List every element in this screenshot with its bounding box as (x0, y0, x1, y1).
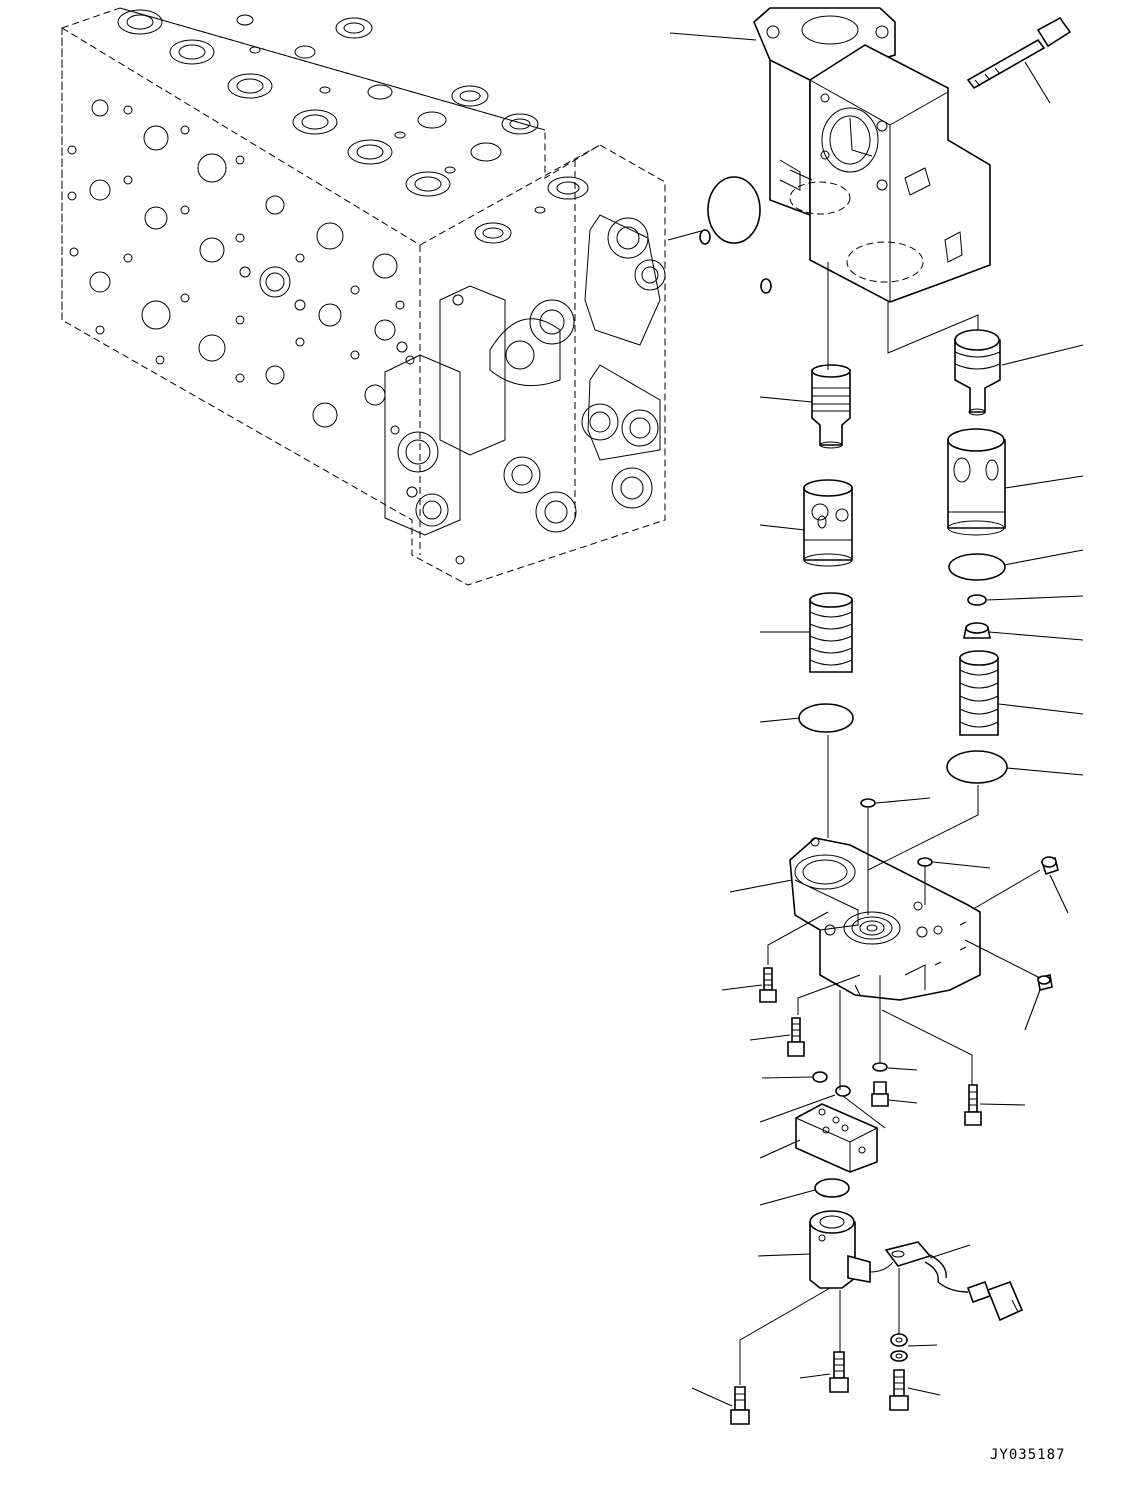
bottom-fasteners (730, 1333, 909, 1425)
small-ring-right (967, 594, 987, 606)
figure-reference-code: JY035187 (990, 1447, 1066, 1463)
assembly-lines (667, 229, 1041, 1385)
pilot-sleeve (803, 479, 853, 567)
pilot-spool (811, 364, 851, 449)
callout-leaders (669, 32, 1084, 1407)
main-sleeve (947, 428, 1006, 536)
solenoid-valve (809, 1210, 894, 1289)
upper-valve-housing (753, 7, 991, 303)
o-ring-left (798, 703, 854, 733)
spring-seat (963, 622, 991, 639)
control-valve-block (61, 7, 666, 586)
o-ring-right-b (946, 750, 1008, 784)
o-ring-solenoid (814, 1178, 850, 1198)
lower-valve-housing (789, 837, 981, 1001)
main-spool (954, 329, 1001, 416)
plug-upper (1040, 856, 1059, 876)
wire-harness (884, 1241, 1024, 1322)
o-ring-housing (699, 176, 772, 294)
long-bolt (966, 16, 1072, 90)
small-o-rings (860, 798, 933, 867)
spring-right (959, 650, 999, 736)
mounting-bolts (759, 967, 982, 1126)
adaptor-block (795, 1071, 878, 1173)
o-ring-right-a (948, 553, 1006, 581)
spring-left (809, 592, 853, 673)
plug-lower (1037, 974, 1053, 991)
